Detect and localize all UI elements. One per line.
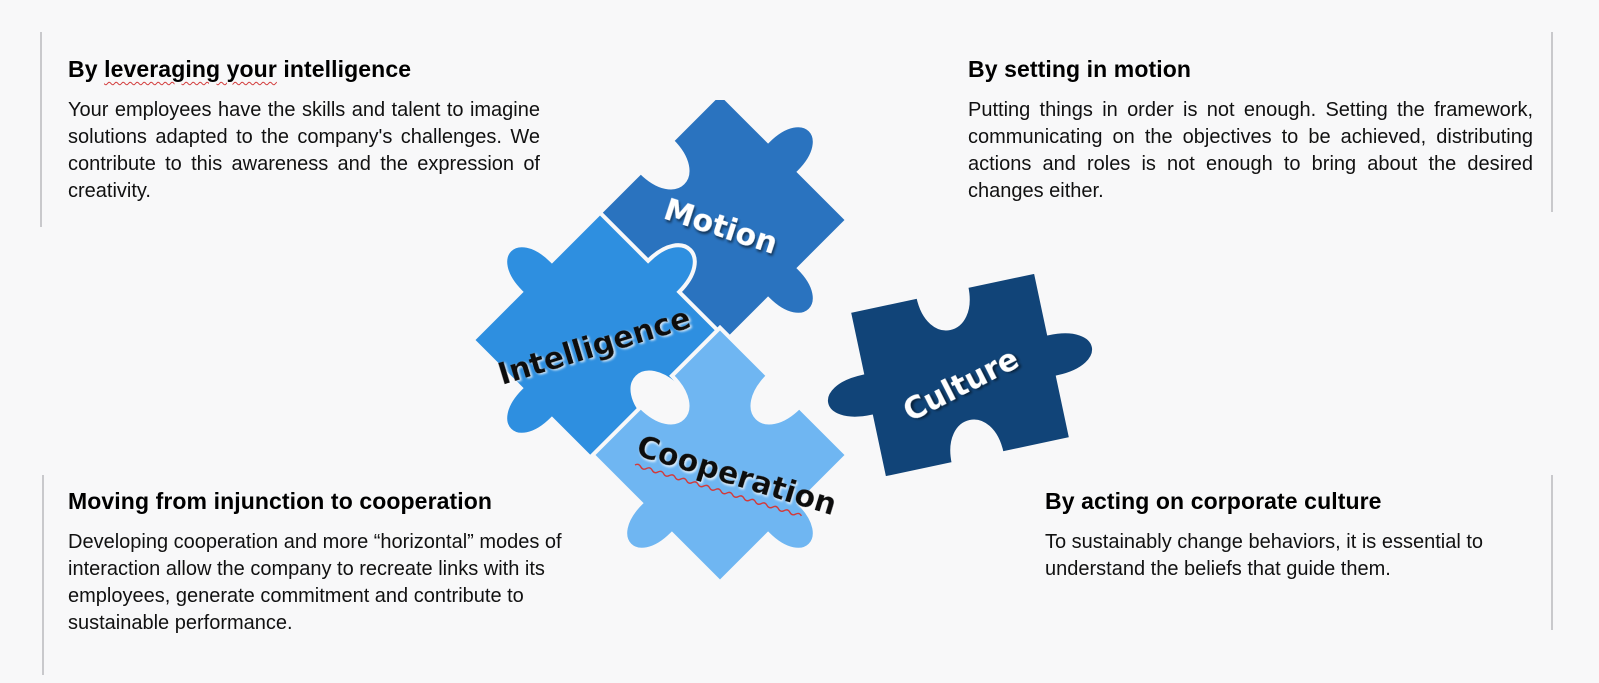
spellcheck-squiggle (634, 463, 803, 517)
section-motion-body: Putting things in order is not enough. S… (968, 99, 1533, 202)
section-intelligence-body: Your employees have the skills and talen… (68, 99, 540, 202)
puzzle-piece-cooperation-shape (589, 324, 851, 586)
spellcheck-underlined-text: leveraging your (104, 56, 277, 82)
divider-bottom-right (1551, 475, 1553, 630)
divider-top-right (1551, 32, 1553, 212)
puzzle-piece-intelligence (470, 209, 731, 471)
divider-bottom-left (42, 475, 44, 675)
section-culture-body: To sustainably change behaviors, it is e… (1045, 531, 1484, 580)
section-cooperation-title: Moving from injunction to cooperation (68, 488, 493, 514)
puzzle-piece-intelligence-shape (470, 209, 731, 471)
section-motion: By setting in motion Putting things in o… (968, 56, 1533, 205)
section-intelligence: By leveraging your intelligence Your emp… (68, 56, 540, 205)
puzzle-graphic: Motion Intelligence Cooperation Culture (470, 100, 1096, 586)
puzzle-piece-cooperation (589, 324, 851, 586)
section-cooperation-body: Developing cooperation and more “horizon… (68, 531, 562, 634)
puzzle-piece-culture-shape (824, 270, 1096, 480)
section-motion-title: By setting in motion (968, 56, 1192, 82)
section-cooperation: Moving from injunction to cooperation De… (68, 488, 613, 637)
section-intelligence-title: By leveraging your intelligence (68, 56, 412, 82)
puzzle-piece-culture (824, 270, 1096, 480)
divider-top-left (40, 32, 42, 227)
section-culture: By acting on corporate culture To sustai… (1045, 488, 1530, 583)
section-culture-title: By acting on corporate culture (1045, 488, 1382, 514)
